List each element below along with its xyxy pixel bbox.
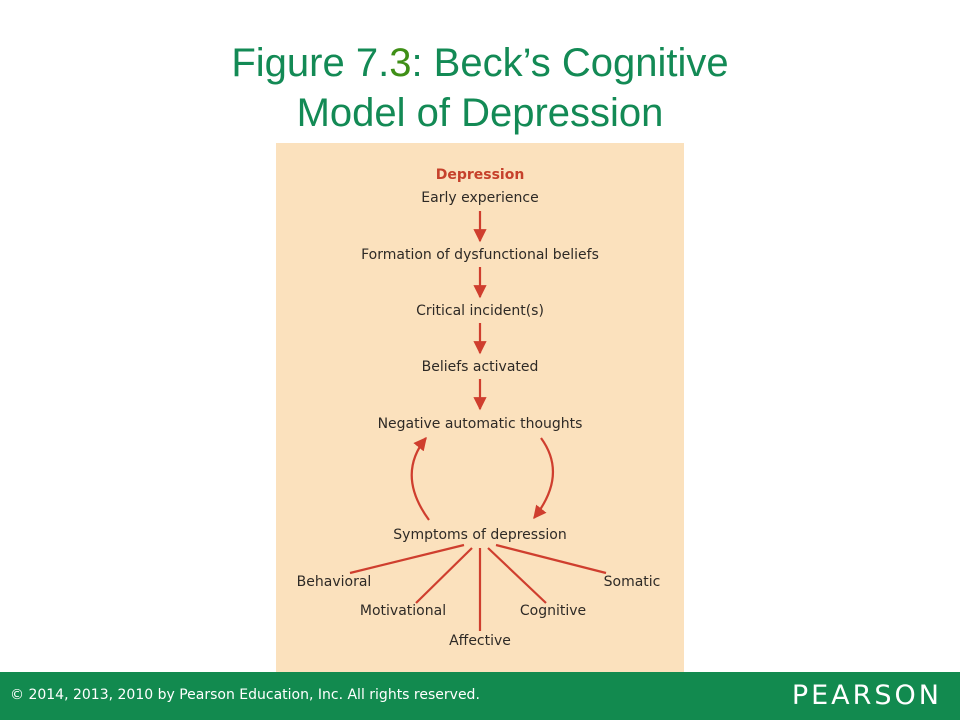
symptom-affective: Affective	[449, 633, 511, 649]
branch-behavioral	[349, 543, 465, 575]
step-symptoms-of-depression: Symptoms of depression	[393, 527, 567, 543]
step-early-experience: Early experience	[421, 190, 539, 206]
symptom-cognitive: Cognitive	[519, 603, 587, 619]
symptom-behavioral: Behavioral	[296, 574, 372, 590]
footer-bar: © 2014, 2013, 2010 by Pearson Education,…	[0, 672, 960, 720]
diagram-heading: Depression	[435, 167, 525, 183]
step-formation-of-beliefs: Formation of dysfunctional beliefs	[361, 247, 599, 263]
slide-title: Figure 7.3: Beck’s Cognitive Model of De…	[0, 38, 960, 138]
step-critical-incident: Critical incident(s)	[416, 303, 544, 319]
branch-somatic	[495, 543, 607, 575]
branch-cognitive	[487, 547, 547, 604]
cycle-arrow-right	[533, 437, 554, 520]
cycle-arrow-left	[410, 436, 430, 521]
symptom-motivational: Motivational	[359, 603, 447, 619]
step-beliefs-activated: Beliefs activated	[421, 359, 539, 375]
diagram-panel: Depression Early experience Formation of…	[276, 143, 684, 672]
diagram-arrows	[349, 211, 607, 631]
symptom-somatic: Somatic	[603, 574, 661, 590]
title-line-1: Figure 7.3: Beck’s Cognitive	[231, 41, 729, 85]
title-line-2: Model of Depression	[296, 91, 664, 135]
copyright-notice: © 2014, 2013, 2010 by Pearson Education,…	[10, 687, 480, 703]
pearson-logo: PEARSON	[791, 680, 942, 711]
branch-motivational	[415, 547, 473, 604]
step-negative-automatic-thoughts: Negative automatic thoughts	[377, 416, 583, 432]
